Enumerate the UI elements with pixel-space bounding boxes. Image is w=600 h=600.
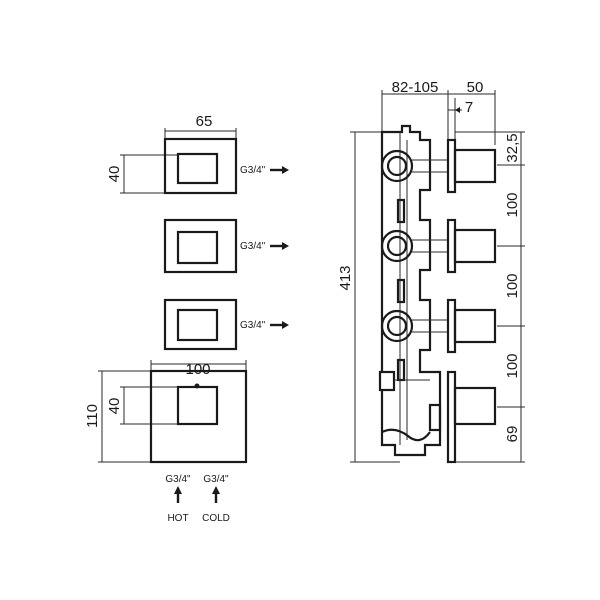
outlet-escutcheon-1 [163,137,238,195]
arrow-up-icon [174,486,182,503]
cartridge-2 [380,229,448,263]
inlet-hot: G3/4" HOT [165,474,191,524]
outlet-label-1: G3/4" [240,165,289,176]
dimension-plate: 7 [448,98,473,140]
arrow-right-icon [270,321,289,329]
outlet-escutcheon-3 [163,298,238,351]
outlet-label-3: G3/4" [240,320,289,331]
dimension-label-40-top: 40 [106,166,123,183]
side-view: 82-105 50 7 413 32, [337,79,525,464]
arrow-right-icon [270,166,289,174]
arrow-up-icon [212,486,220,503]
outlet-escutcheon-2 [163,218,238,274]
dimension-height-large: 110 [84,370,151,463]
outlet-thread-2: G3/4" [240,241,266,252]
outlet-label-2: G3/4" [240,241,289,252]
arrow-right-icon [270,242,289,250]
thermostatic-plate [149,369,248,464]
inlet-hot-thread: G3/4" [165,474,191,485]
front-view: 65 40 G3/4" [84,113,289,524]
dimension-width-large: 100 [150,360,247,378]
dimension-projection: 50 [448,79,496,145]
dimension-label-69: 69 [504,426,521,443]
dimension-inner-large: 40 [106,386,178,425]
dimension-width-small: 65 [164,113,237,140]
cartridge-3 [380,309,448,343]
outlet-thread-1: G3/4" [240,165,266,176]
dimension-label-110: 110 [84,404,101,428]
dimension-label-82-105: 82-105 [392,79,439,96]
dimension-label-413: 413 [337,265,354,290]
dimension-label-100-front: 100 [185,361,210,378]
dimension-label-50: 50 [467,79,484,96]
dimension-label-65: 65 [196,113,213,130]
dimension-total-height: 413 [337,131,400,463]
side-handle-3 [446,298,497,354]
inlet-cold: G3/4" COLD [202,474,230,524]
dimension-label-40-bottom: 40 [106,398,123,415]
side-handle-2 [446,218,497,274]
side-handle-thermostat [446,370,497,464]
dimension-label-100-b: 100 [504,273,521,298]
dimension-label-32-5: 32,5 [504,133,521,162]
cartridge-1 [380,149,448,183]
dimension-label-100-a: 100 [504,192,521,217]
outlet-thread-3: G3/4" [240,320,266,331]
dimension-depth: 82-105 [381,79,449,140]
dimension-label-7: 7 [465,99,473,116]
inlet-cold-thread: G3/4" [203,474,229,485]
dimension-chain-right: 32,5 100 100 100 69 [455,131,525,463]
valve-body [378,124,442,457]
inlet-hot-label: HOT [167,513,188,524]
side-handle-1 [446,138,497,194]
inlet-cold-label: COLD [202,513,230,524]
dimension-label-100-c: 100 [504,353,521,378]
dimension-height-small: 40 [106,154,178,194]
